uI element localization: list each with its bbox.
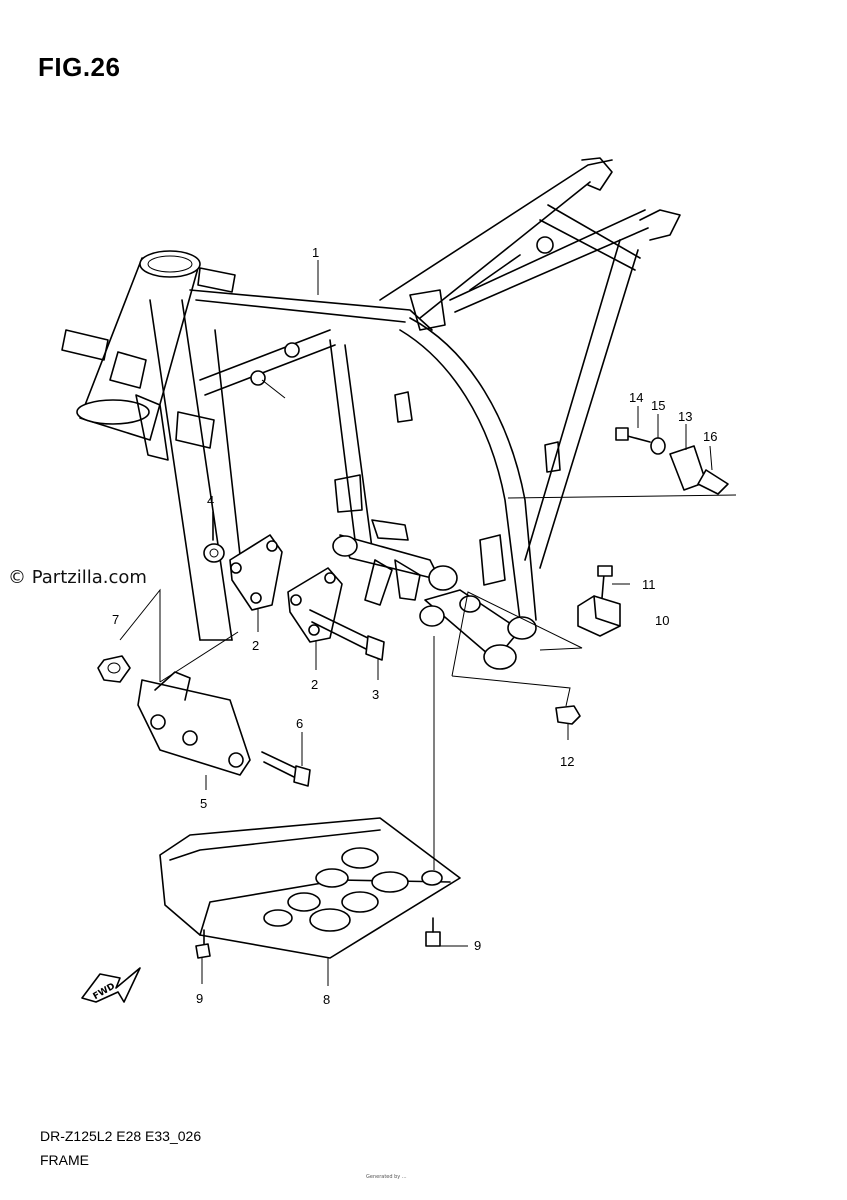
callout-12: 12 <box>560 754 574 769</box>
callout-16: 16 <box>703 429 717 444</box>
callout-14: 14 <box>629 390 643 405</box>
partzilla-watermark: © Partzilla.com <box>8 567 147 588</box>
callout-3: 3 <box>372 687 379 702</box>
section-name: FRAME <box>40 1152 89 1168</box>
callout-13: 13 <box>678 409 692 424</box>
callout-10: 10 <box>655 613 669 628</box>
callout-8: 8 <box>323 992 330 1007</box>
callout-9b: 9 <box>474 938 481 953</box>
fwd-arrow-icon: FWD <box>81 967 141 1003</box>
callout-5: 5 <box>200 796 207 811</box>
frame-part <box>61 157 681 670</box>
leader-lines <box>119 260 737 986</box>
callout-7: 7 <box>112 612 119 627</box>
figure-title: FIG.26 <box>38 52 121 82</box>
callout-2b: 2 <box>311 677 318 692</box>
fineprint: Generated by ... <box>366 1174 407 1180</box>
model-code: DR-Z125L2 E28 E33_026 <box>40 1128 202 1144</box>
callout-11: 11 <box>642 577 656 592</box>
callout-9a: 9 <box>196 991 203 1006</box>
callout-1: 1 <box>312 245 319 260</box>
callout-2a: 2 <box>252 638 259 653</box>
callout-labels: 1 2 2 3 4 5 6 7 8 9 9 10 11 12 13 14 15 … <box>112 245 717 1007</box>
callout-15: 15 <box>651 398 665 413</box>
callout-6: 6 <box>296 716 303 731</box>
callout-4: 4 <box>207 493 214 508</box>
